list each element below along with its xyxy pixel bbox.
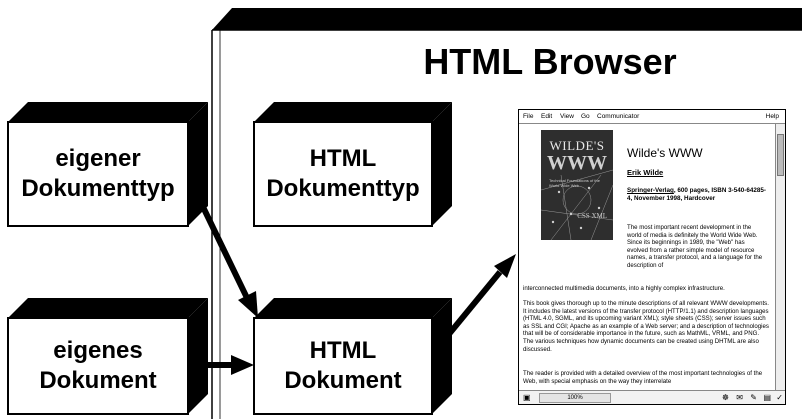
menu-go[interactable]: Go (581, 113, 590, 120)
browser-content: WILDE'S WWW Technical Foundations of the… (519, 124, 775, 390)
browser-container-top-face (212, 8, 802, 30)
box-html-dokumenttyp (253, 102, 452, 227)
browser-screenshot: File Edit View Go Communicator Help (518, 109, 786, 405)
diagram-title: HTML Browser (423, 41, 677, 82)
label-eigenes-dokument: eigenes Dokument (8, 318, 188, 414)
discussion-icon[interactable]: ✎ (750, 393, 757, 402)
label-eigener-dokumenttyp-line2: Dokumenttyp (21, 175, 175, 202)
composer-icon[interactable]: ▤ (763, 393, 771, 402)
scrollbar-thumb[interactable] (777, 134, 784, 176)
zoom-level: 100% (567, 395, 583, 401)
label-html-dokument: HTML Dokument (254, 318, 432, 414)
menu-file[interactable]: File (523, 113, 534, 120)
cover-line1: WILDE'S (549, 138, 605, 153)
browser-scrollbar[interactable] (775, 124, 785, 390)
browser-menubar: File Edit View Go Communicator Help (519, 110, 785, 124)
menu-help[interactable]: Help (765, 113, 779, 120)
cover-line2: WWW (547, 152, 607, 174)
box-eigener-dokumenttyp (7, 102, 208, 227)
menu-view[interactable]: View (560, 113, 574, 120)
label-eigenes-dokument-line2: Dokument (39, 367, 157, 394)
menu-communicator[interactable]: Communicator (597, 113, 640, 120)
arrow-eigenes-dokument-to-html-dokument (190, 355, 254, 375)
book-cover-image: WILDE'S WWW Technical Foundations of the… (541, 130, 613, 240)
book-details: Springer-Verlag, 600 pages, ISBN 3-540-6… (627, 187, 767, 203)
security-lock-icon[interactable]: ▣ (523, 393, 531, 402)
cover-line3: Technical Foundations of the World Wide … (549, 178, 600, 188)
browser-statusbar: ▣ 100% ☸ ✉ ✎ ▤ ✓ (519, 390, 785, 404)
label-html-dokumenttyp-line2: Dokumenttyp (266, 175, 420, 202)
book-details-text: , 600 pages, ISBN 3-540-64285-4, Novembe… (627, 187, 766, 202)
publisher-link[interactable]: Springer-Verlag (627, 187, 674, 194)
label-eigenes-dokument-line1: eigenes (53, 337, 143, 364)
progress-indicator: 100% (539, 393, 611, 403)
box-eigenes-dokument (7, 298, 208, 415)
addressbook-icon[interactable]: ✓ (776, 393, 783, 402)
label-html-dokument-line2: Dokument (284, 367, 402, 394)
cover-line4: CSS XML (577, 212, 607, 220)
description-paragraph-1: The most important recent development in… (627, 224, 763, 269)
arrow-html-dokument-to-browser (437, 254, 516, 347)
book-author-link[interactable]: Erik Wilde (627, 168, 664, 177)
description-paragraph-2: This book gives thorough up to the minut… (523, 300, 769, 353)
label-eigener-dokumenttyp-line1: eigener (55, 145, 141, 172)
mail-icon[interactable]: ✉ (736, 393, 743, 402)
description-paragraph-3: The reader is provided with a detailed o… (523, 370, 763, 385)
book-title: Wilde's WWW (627, 146, 703, 160)
arrow-dokumenttyp-to-html-dokument (187, 178, 258, 318)
navigator-icon[interactable]: ☸ (721, 393, 729, 402)
label-eigener-dokumenttyp: eigener Dokumenttyp (8, 122, 188, 226)
cover-graphic (541, 169, 613, 240)
box-html-dokument (253, 298, 452, 415)
label-html-dokumenttyp: HTML Dokumenttyp (254, 122, 432, 226)
menu-edit[interactable]: Edit (541, 113, 553, 120)
label-html-dokumenttyp-line1: HTML (309, 145, 377, 172)
label-html-dokument-line1: HTML (309, 337, 377, 364)
description-paragraph-1-continued: interconnected multimedia documents, int… (523, 285, 725, 292)
